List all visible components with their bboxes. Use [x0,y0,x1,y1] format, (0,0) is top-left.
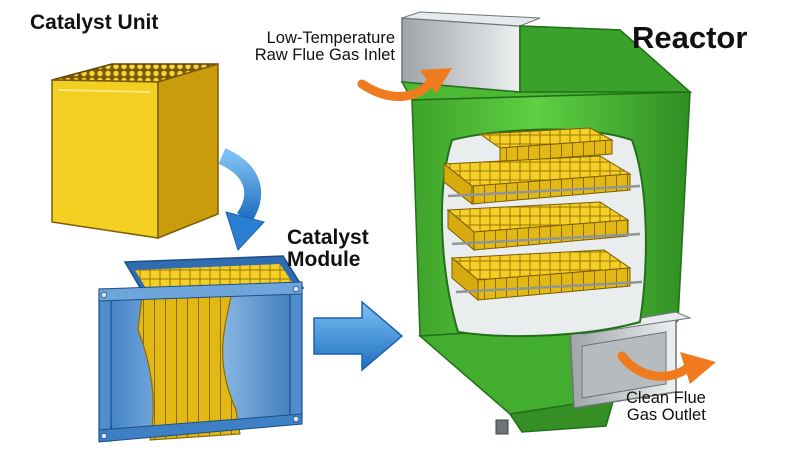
catalyst-module-label: Catalyst Module [287,226,369,272]
reactor-label: Reactor [632,20,748,55]
right-arrow-icon [313,300,404,372]
outlet-flow-arrow-icon [617,351,716,384]
inlet-flow-arrow-icon [357,68,452,101]
reactor-catalyst-layers [442,127,643,302]
catalyst-unit-label: Catalyst Unit [30,11,159,34]
catalyst-module-label-line1: Catalyst [287,226,369,249]
inlet-label-line1: Low-Temperature [266,29,395,47]
outlet-label-line2: Gas Outlet [626,406,706,425]
inlet-label: Low-Temperature Raw Flue Gas Inlet [254,29,395,65]
catalyst-module-label-line2: Module [287,248,361,272]
outlet-label-line1: Clean Flue [626,389,706,407]
catalyst-unit-block [51,62,219,240]
curved-down-arrow-icon [218,148,265,251]
outlet-label: Clean Flue Gas Outlet [626,389,706,425]
catalyst-module-frame [98,255,305,443]
inlet-label-line2: Raw Flue Gas Inlet [254,46,395,65]
